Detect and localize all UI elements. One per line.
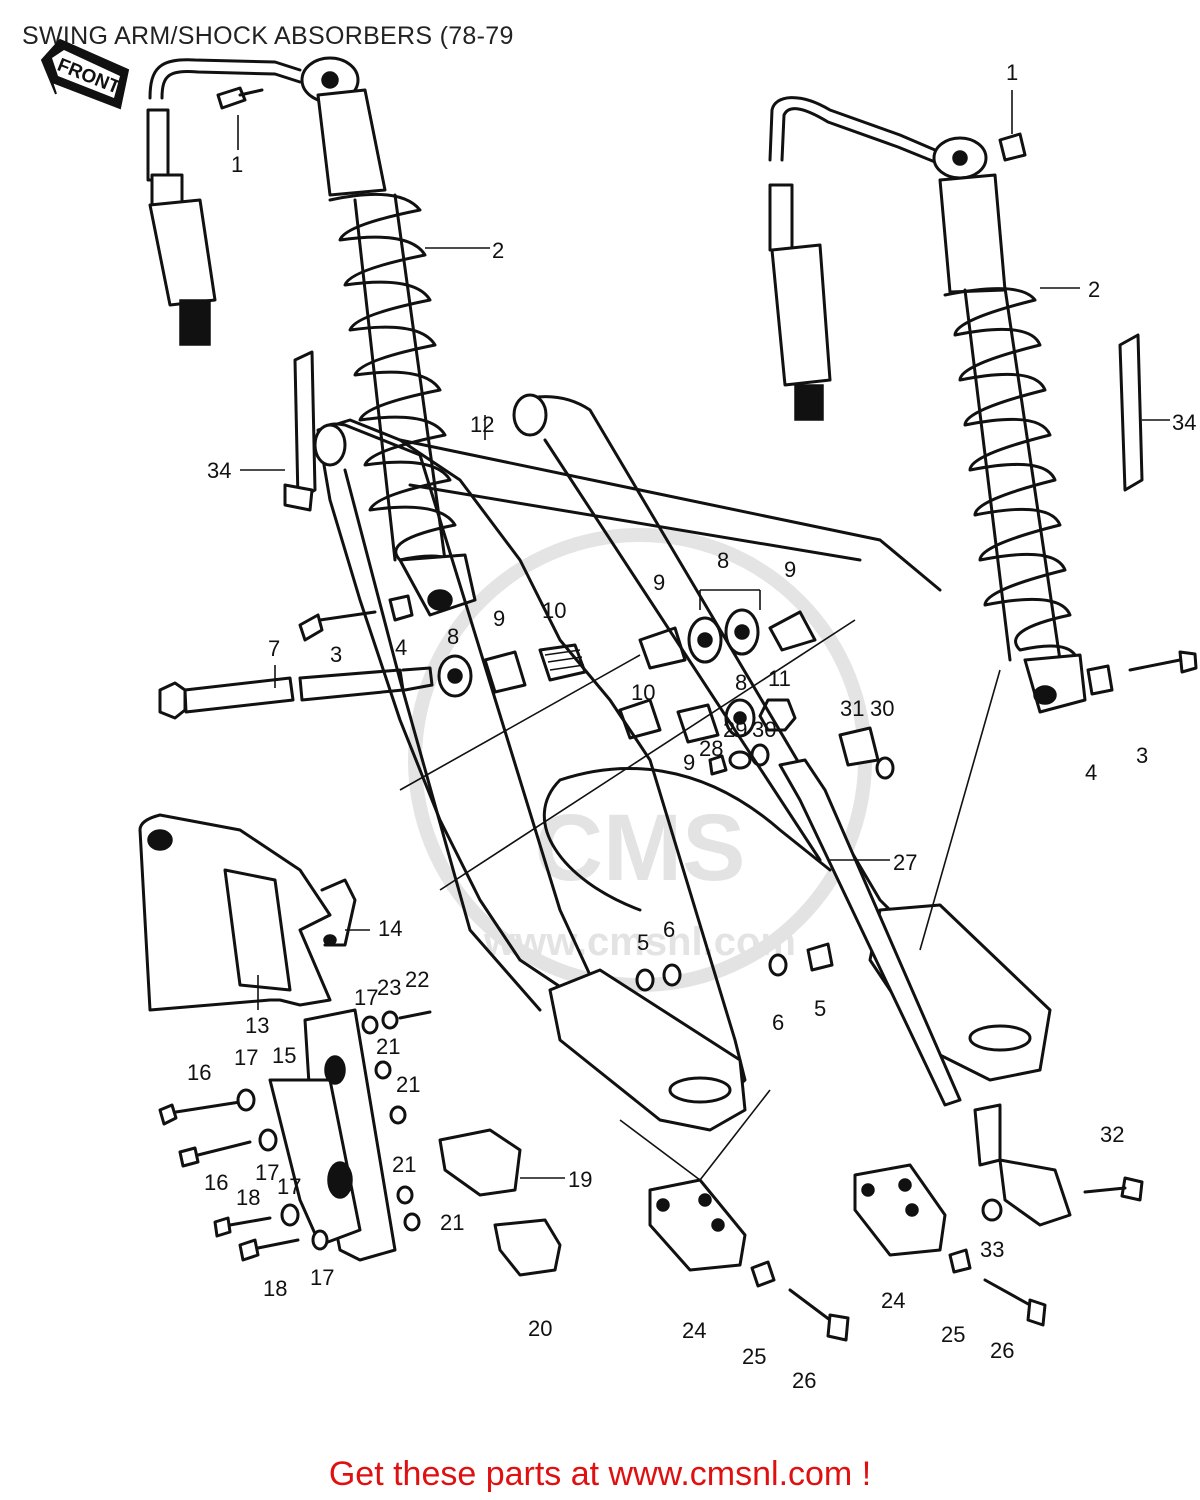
callout-21: 21 [392,1152,416,1177]
callout-9: 9 [784,557,796,582]
callout-18: 18 [236,1185,260,1210]
caliper-bracket-plate [268,1008,397,1262]
callout-2: 2 [1088,277,1100,302]
callout-34: 34 [1172,410,1196,435]
callout-17: 17 [277,1174,301,1199]
swing-arm [313,393,1052,1132]
callout-8: 8 [735,670,747,695]
diagram-title: SWING ARM/SHOCK ABSORBERS (78-79 [22,22,514,50]
callout-12: 12 [470,412,494,437]
callout-19: 19 [568,1167,592,1192]
callout-13: 13 [245,1013,269,1038]
callout-4: 4 [1085,760,1097,785]
callout-17: 17 [310,1265,334,1290]
callout-3: 3 [1136,743,1148,768]
chain-guard [138,813,332,1012]
left-reflector-bracket [240,350,317,512]
callout-23: 23 [377,975,401,1000]
callout-5: 5 [814,996,826,1021]
callout-21: 21 [440,1210,464,1235]
callout-25: 25 [742,1344,766,1369]
right-top-bolt [998,90,1027,162]
callout-32: 32 [1100,1122,1124,1147]
callout-30: 30 [870,696,894,721]
callout-6: 6 [663,917,675,942]
pivot-bushings-row-2 [618,698,895,780]
callout-27: 27 [893,850,917,875]
callout-22: 22 [405,967,429,992]
callout-10: 10 [631,680,655,705]
callout-34: 34 [207,458,231,483]
callout-14: 14 [378,916,402,941]
callout-11: 11 [768,666,791,691]
caliper-mount-blocks [438,1128,562,1277]
callout-20: 20 [528,1316,552,1341]
left-top-bolt [216,86,264,150]
callout-4: 4 [395,635,407,660]
callout-21: 21 [376,1034,400,1059]
right-shock-absorber [768,96,1087,714]
front-arrow-icon: FRONT [40,38,130,110]
callout-3: 3 [330,642,342,667]
callout-17: 17 [234,1045,258,1070]
callout-31: 31 [840,696,864,721]
callout-28: 28 [699,736,723,761]
callout-8: 8 [447,624,459,649]
callout-9: 9 [493,606,505,631]
callout-30: 30 [752,717,776,742]
callout-1: 1 [1006,60,1018,85]
left-shock-absorber [146,56,477,617]
callout-9: 9 [653,570,665,595]
callout-5: 5 [637,930,649,955]
watermark-logo-text: CMS [534,795,745,901]
callout-2: 2 [492,238,504,263]
chain-adjuster-left [648,1178,747,1272]
callout-29: 29 [723,717,747,742]
chain-adjuster-right [853,1163,947,1257]
callout-7: 7 [268,636,280,661]
bracket-14 [320,878,357,947]
callout-24: 24 [881,1288,905,1313]
callout-8: 8 [717,548,729,573]
callout-16: 16 [204,1170,228,1195]
callout-21: 21 [396,1072,420,1097]
callout-1: 1 [231,152,243,177]
pivot-bushings-row-1 [437,608,817,698]
shock-lower-bolts [298,594,1198,696]
callout-24: 24 [682,1318,706,1343]
callout-15: 15 [272,1043,296,1068]
leader-lines [257,247,1080,1181]
callout-26: 26 [792,1368,816,1393]
pivot-shaft [158,665,434,720]
callout-6: 6 [772,1010,784,1035]
right-reflector-bracket [1118,333,1170,492]
adjuster-bolts-and-nuts [750,1176,1144,1342]
small-fasteners [158,942,834,1262]
callout-10: 10 [542,598,566,623]
callout-17: 17 [255,1160,279,1185]
watermark-url: www.cmsnl.com [483,920,796,964]
callout-17: 17 [354,985,378,1010]
callout-9: 9 [683,750,695,775]
callout-25: 25 [941,1322,965,1347]
callout-18: 18 [263,1276,287,1301]
callout-33: 33 [980,1237,1004,1262]
cmsnl-link[interactable]: Get these parts at www.cmsnl.com ! [328,1455,872,1493]
callout-16: 16 [187,1060,211,1085]
brake-torque-link [778,758,1072,1227]
callout-numbers: 1 1 2 2 3 3 4 4 5 5 6 6 7 8 8 8 9 9 9 9 … [187,60,1196,1393]
callout-26: 26 [990,1338,1014,1363]
